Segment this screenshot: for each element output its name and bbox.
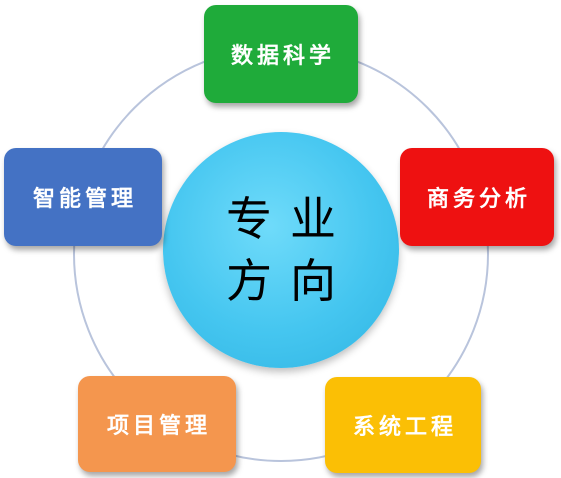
node-label: 系统工程 (352, 414, 457, 440)
node-systems-engineering: 系统工程 (325, 377, 481, 473)
node-label: 数据科学 (230, 43, 335, 69)
node-business-analytics: 商务分析 (400, 148, 554, 246)
center-circle: 专业 方向 (163, 132, 399, 368)
center-title-line-1: 专业 (226, 192, 354, 246)
node-project-management: 项目管理 (78, 376, 236, 472)
node-intelligent-management: 智能管理 (4, 148, 162, 246)
node-label: 智能管理 (32, 186, 137, 212)
center-title-line-2: 方向 (226, 254, 354, 308)
node-label: 项目管理 (106, 413, 211, 439)
node-label: 商务分析 (426, 186, 531, 212)
node-data-science: 数据科学 (204, 5, 358, 103)
